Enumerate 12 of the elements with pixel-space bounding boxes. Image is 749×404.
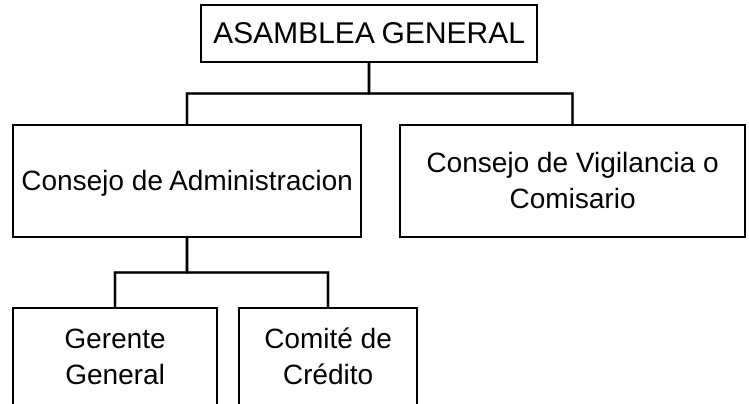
connector-line	[186, 238, 330, 307]
org-box	[399, 124, 746, 238]
org-box	[12, 307, 218, 404]
box-label: Consejo de Administracion	[21, 164, 353, 198]
box-label: Gerente General	[63, 322, 167, 392]
box-label: Consejo de Vigilancia o Comisario	[425, 146, 720, 216]
org-box	[238, 307, 418, 404]
box-label: ASAMBLEA GENERAL	[213, 16, 525, 52]
box-label: Comité de Crédito	[263, 322, 393, 392]
org-box	[12, 124, 362, 238]
org-box	[200, 4, 538, 63]
connector-line	[368, 63, 574, 124]
